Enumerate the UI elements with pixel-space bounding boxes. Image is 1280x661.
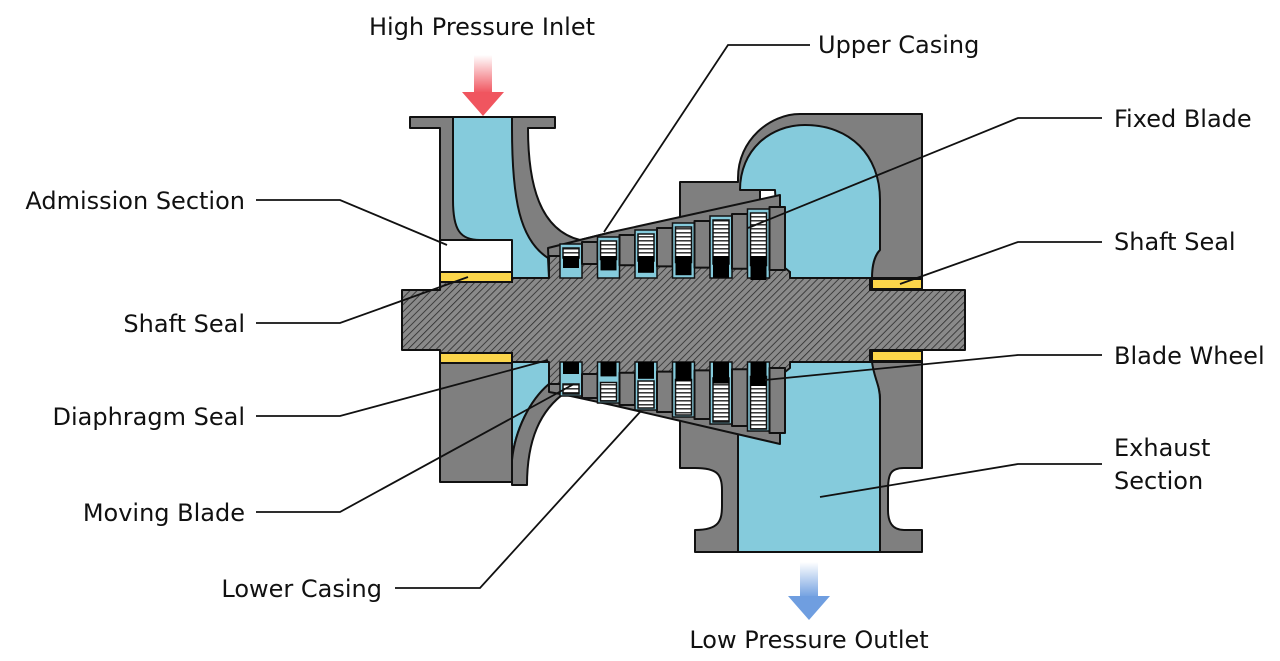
diaphragm-seal-lower	[713, 362, 729, 384]
label-diaphragm-seal: Diaphragm Seal	[53, 403, 246, 431]
label-moving-blade: Moving Blade	[83, 499, 245, 527]
moving-blade-lower	[674, 378, 693, 416]
diaphragm-seal-lower	[600, 362, 617, 377]
leader-diaphragm-seal	[256, 359, 549, 417]
moving-blade-lower	[637, 380, 655, 409]
diaphragm-lower	[618, 371, 636, 406]
diaphragm-upper	[731, 213, 749, 270]
leader-shaft-seal-right	[899, 241, 1102, 285]
label-high-pressure-inlet: High Pressure Inlet	[369, 13, 595, 41]
diaphragm-lower	[731, 368, 749, 428]
diaphragm-seal-lower	[675, 362, 692, 382]
label-low-pressure-outlet: Low Pressure Outlet	[689, 626, 928, 654]
shaft-seal-left-upper	[439, 271, 513, 283]
leader-lower-casing	[395, 411, 641, 589]
label-shaft-seal-left: Shaft Seal	[123, 310, 245, 338]
label-lower-casing: Lower Casing	[221, 575, 382, 603]
diaphragm-seal-upper	[675, 256, 692, 276]
leader-lines	[256, 44, 1102, 589]
diaphragm-seal-upper	[750, 256, 767, 280]
shaft-seal-right-lower	[871, 350, 923, 362]
diaphragm-seal-upper	[713, 256, 729, 278]
leader-blade-wheel	[764, 354, 1102, 381]
leader-admission	[256, 199, 448, 246]
diaphragm-upper	[656, 227, 674, 268]
admission-section	[409, 116, 613, 486]
diaphragm-lower	[656, 370, 674, 414]
label-blade-wheel: Blade Wheel	[1114, 342, 1265, 370]
diaphragm-seal-upper	[563, 256, 579, 268]
moving-blade-lower	[599, 381, 618, 402]
diaphragm-seal-lower	[638, 362, 654, 379]
label-exhaust-line2: Section	[1114, 467, 1203, 495]
leader-shaft-seal-left	[256, 276, 469, 324]
label-fixed-blade: Fixed Blade	[1114, 105, 1252, 133]
leader-moving-blade	[256, 383, 575, 513]
outlet-arrow-icon	[788, 562, 830, 620]
diaphragm-upper	[693, 220, 711, 269]
diaphragm-seal-upper	[600, 256, 617, 271]
diaphragm-upper	[618, 234, 636, 267]
label-admission-section: Admission Section	[25, 187, 245, 215]
diaphragm-lower	[768, 367, 786, 434]
label-upper-casing: Upper Casing	[818, 31, 979, 59]
label-exhaust-line1: Exhaust	[1114, 434, 1210, 462]
shaft-seal-right-upper	[871, 278, 923, 290]
diaphragm-upper	[581, 241, 599, 265]
diaphragm-seal-upper	[638, 256, 654, 273]
leader-upper-casing	[603, 44, 810, 233]
inlet-arrow-icon	[462, 55, 504, 116]
blade-stages	[559, 206, 786, 434]
leader-fixed-blade	[747, 117, 1102, 229]
diaphragm-seal-lower	[563, 362, 579, 374]
label-shaft-seal-right: Shaft Seal	[1114, 228, 1236, 256]
moving-blade-lower	[712, 377, 730, 423]
diaphragm-seal-lower	[750, 362, 767, 386]
diaphragm-lower	[693, 369, 711, 420]
shaft-seal-left-lower	[439, 352, 513, 364]
diaphragm-upper	[768, 206, 786, 271]
leader-exhaust	[819, 463, 1102, 498]
diaphragm-lower	[581, 373, 599, 399]
